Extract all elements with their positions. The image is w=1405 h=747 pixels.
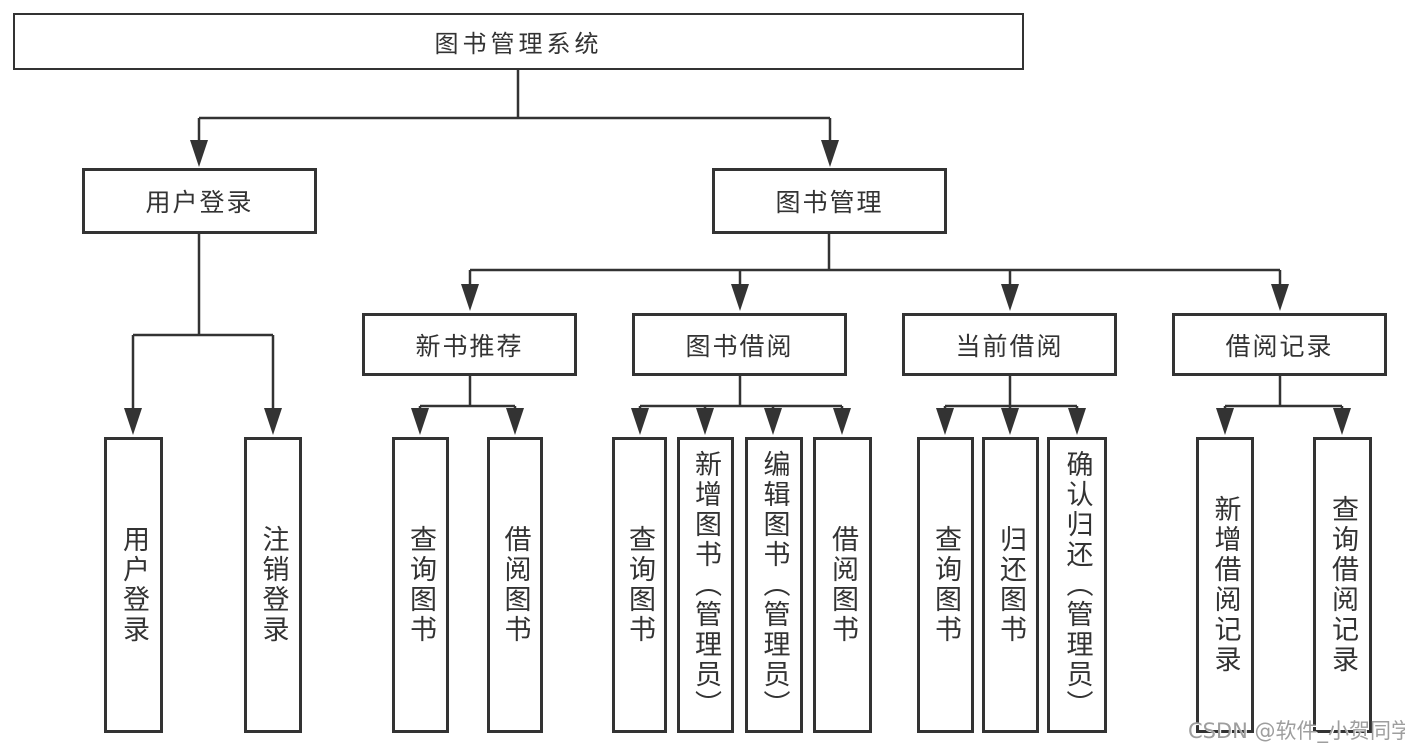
- node-borrow-records-label: 借阅记录: [1225, 331, 1334, 361]
- leaf-records-add: 新增借阅记录: [1196, 437, 1254, 733]
- leaf-current-return-label: 归还图书: [995, 525, 1026, 645]
- connector-book-mgmt: [468, 234, 1282, 300]
- arrowhead: [264, 408, 282, 435]
- arrowhead: [821, 140, 839, 167]
- connector-user-login: [131, 234, 275, 425]
- leaf-current-query-label: 查询图书: [930, 525, 961, 645]
- leaf-newbooks-query: 查询图书: [392, 437, 449, 733]
- leaf-logout-label: 注销登录: [257, 525, 289, 645]
- leaf-borrow-add-label: 新增图书（管理员）: [690, 450, 721, 720]
- node-book-mgmt: 图书管理: [712, 168, 947, 234]
- arrowhead: [833, 408, 851, 435]
- node-new-books: 新书推荐: [362, 313, 577, 376]
- arrowhead: [1001, 408, 1019, 435]
- leaf-borrow-borrow: 借阅图书: [813, 437, 872, 733]
- connector-book-borrow: [638, 376, 844, 420]
- leaf-records-add-label: 新增借阅记录: [1209, 495, 1241, 675]
- leaf-current-return: 归还图书: [982, 437, 1039, 733]
- arrowhead: [764, 408, 782, 435]
- arrowhead: [1068, 408, 1086, 435]
- node-book-borrow: 图书借阅: [632, 313, 847, 376]
- node-current-borrow-label: 当前借阅: [955, 331, 1064, 361]
- leaf-current-query: 查询图书: [917, 437, 974, 733]
- arrowhead: [411, 408, 429, 435]
- arrowhead: [936, 408, 954, 435]
- node-new-books-label: 新书推荐: [415, 331, 524, 361]
- connector-root: [197, 70, 832, 150]
- arrowhead: [696, 408, 714, 435]
- leaf-logout: 注销登录: [244, 437, 302, 733]
- arrowhead: [1001, 284, 1019, 311]
- node-borrow-records: 借阅记录: [1172, 313, 1387, 376]
- leaf-borrow-query-label: 查询图书: [624, 525, 655, 645]
- watermark: CSDN @软件_小贺同学: [1188, 719, 1405, 743]
- arrowhead: [124, 408, 142, 435]
- node-user-login: 用户登录: [82, 168, 317, 234]
- arrowheads: [124, 140, 1351, 435]
- leaf-user-login: 用户登录: [104, 437, 163, 733]
- arrowhead: [731, 284, 749, 311]
- leaf-records-query: 查询借阅记录: [1313, 437, 1372, 733]
- leaf-user-login-label: 用户登录: [118, 525, 149, 645]
- leaf-borrow-query: 查询图书: [612, 437, 667, 733]
- arrowhead: [1333, 408, 1351, 435]
- arrowhead: [1216, 408, 1234, 435]
- arrowhead: [631, 408, 649, 435]
- leaf-newbooks-borrow-label: 借阅图书: [499, 525, 531, 645]
- connector-borrow-records: [1223, 376, 1344, 420]
- node-current-borrow: 当前借阅: [902, 313, 1117, 376]
- leaf-borrow-edit: 编辑图书（管理员）: [745, 437, 803, 733]
- connector-new-books: [418, 376, 517, 420]
- node-book-mgmt-label: 图书管理: [775, 188, 884, 217]
- arrowhead: [461, 284, 479, 311]
- leaf-newbooks-query-label: 查询图书: [405, 525, 436, 645]
- leaf-borrow-borrow-label: 借阅图书: [827, 525, 858, 645]
- arrowhead: [506, 408, 524, 435]
- node-root-label: 图书管理系统: [434, 30, 603, 58]
- arrowhead: [1271, 284, 1289, 311]
- leaf-borrow-add: 新增图书（管理员）: [677, 437, 734, 733]
- node-user-login-label: 用户登录: [145, 188, 254, 217]
- leaf-current-confirm: 确认归还（管理员）: [1047, 437, 1107, 733]
- leaf-borrow-edit-label: 编辑图书（管理员）: [758, 450, 790, 720]
- leaf-current-confirm-label: 确认归还（管理员）: [1061, 450, 1093, 720]
- leaf-newbooks-borrow: 借阅图书: [487, 437, 543, 733]
- node-root: 图书管理系统: [13, 13, 1024, 70]
- arrowhead: [190, 140, 208, 167]
- node-book-borrow-label: 图书借阅: [685, 331, 794, 361]
- leaf-records-query-label: 查询借阅记录: [1327, 495, 1358, 675]
